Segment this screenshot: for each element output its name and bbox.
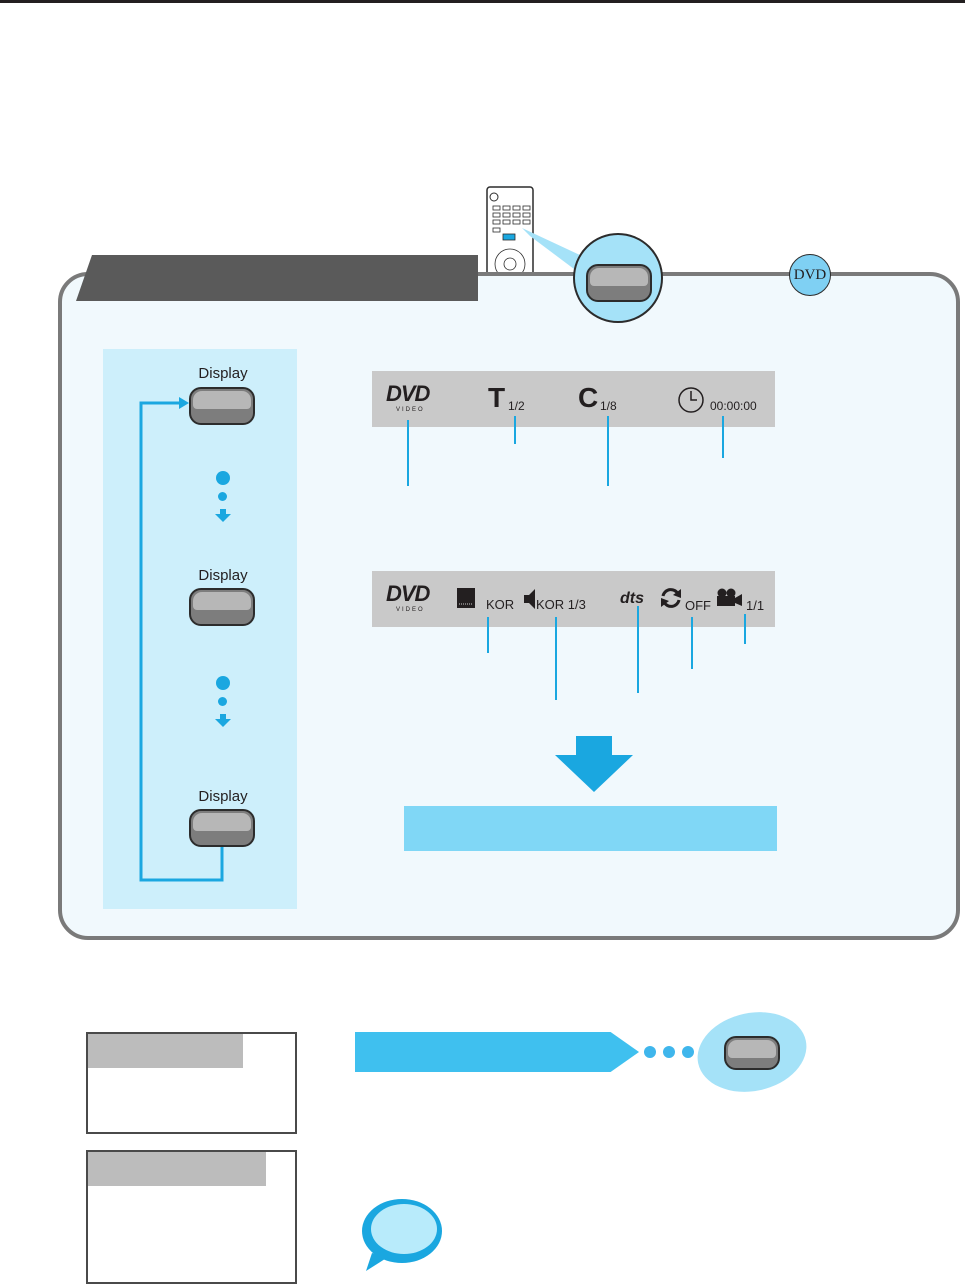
display-button-small[interactable]	[724, 1036, 780, 1070]
big-down-arrow-icon	[555, 736, 633, 792]
down-arrow-icon	[215, 509, 231, 522]
display-button-3[interactable]	[189, 809, 255, 847]
subtitle-value: KOR	[486, 597, 515, 612]
step-dot-large	[216, 676, 230, 690]
instruction-arrow-bar	[355, 1032, 639, 1072]
note-box-1	[86, 1032, 297, 1134]
dvd-disc-badge: DVD	[789, 254, 831, 296]
note-bubble-icon	[362, 1199, 442, 1271]
leader-line	[744, 614, 746, 644]
leader-line	[637, 606, 639, 693]
dts-logo: dts	[620, 590, 644, 607]
dvd-video-logo: DVD	[386, 381, 430, 406]
leader-line	[555, 617, 557, 700]
time-value: 00:00:00	[710, 399, 757, 413]
subtitle-icon	[457, 588, 475, 608]
leader-line	[607, 416, 609, 486]
repeat-icon	[661, 588, 681, 608]
chapter-value: 1/8	[600, 399, 617, 413]
repeat-value: OFF	[685, 598, 711, 613]
step-dot	[663, 1046, 675, 1058]
clock-icon	[678, 387, 704, 413]
step-dot	[644, 1046, 656, 1058]
osd-bar-1: DVD VIDEO T 1/2 C 1/8 00:00:00	[372, 371, 775, 427]
note-box-tab	[88, 1034, 243, 1068]
step-dot-large	[216, 471, 230, 485]
chapter-letter: C	[578, 382, 599, 413]
dvd-video-logo-sub: VIDEO	[396, 407, 425, 413]
angle-camera-icon	[717, 588, 742, 606]
step-dot-small	[218, 492, 227, 501]
display-label-2: Display	[198, 567, 248, 584]
top-rule	[0, 0, 965, 3]
leader-line	[722, 416, 724, 458]
loop-arrow	[139, 397, 224, 882]
display-button-closeup[interactable]	[586, 264, 652, 302]
title-value: 1/2	[508, 399, 525, 413]
note-box-tab	[88, 1152, 266, 1186]
dvd-video-logo: DVD	[386, 581, 430, 606]
panel-header-bar	[76, 255, 478, 301]
leader-line	[487, 617, 489, 653]
step-dot	[682, 1046, 694, 1058]
down-arrow-icon	[215, 714, 231, 727]
note-box-2	[86, 1150, 297, 1284]
audio-value: KOR 1/3	[536, 597, 586, 612]
angle-value: 1/1	[746, 598, 765, 613]
step-dot-small	[218, 697, 227, 706]
leader-line	[514, 416, 516, 444]
result-bar	[404, 806, 777, 851]
title-letter: T	[488, 382, 506, 413]
osd-bar-2: DVD VIDEO KOR KOR 1/3 dts OFF 1/1	[372, 571, 775, 627]
display-button-2[interactable]	[189, 588, 255, 626]
display-button-1[interactable]	[189, 387, 255, 425]
display-label-1: Display	[198, 365, 248, 382]
audio-speaker-icon	[524, 589, 535, 609]
leader-line	[407, 420, 409, 486]
leader-line	[691, 617, 693, 669]
display-label-3: Display	[198, 788, 248, 805]
dvd-video-logo-sub: VIDEO	[396, 607, 425, 613]
